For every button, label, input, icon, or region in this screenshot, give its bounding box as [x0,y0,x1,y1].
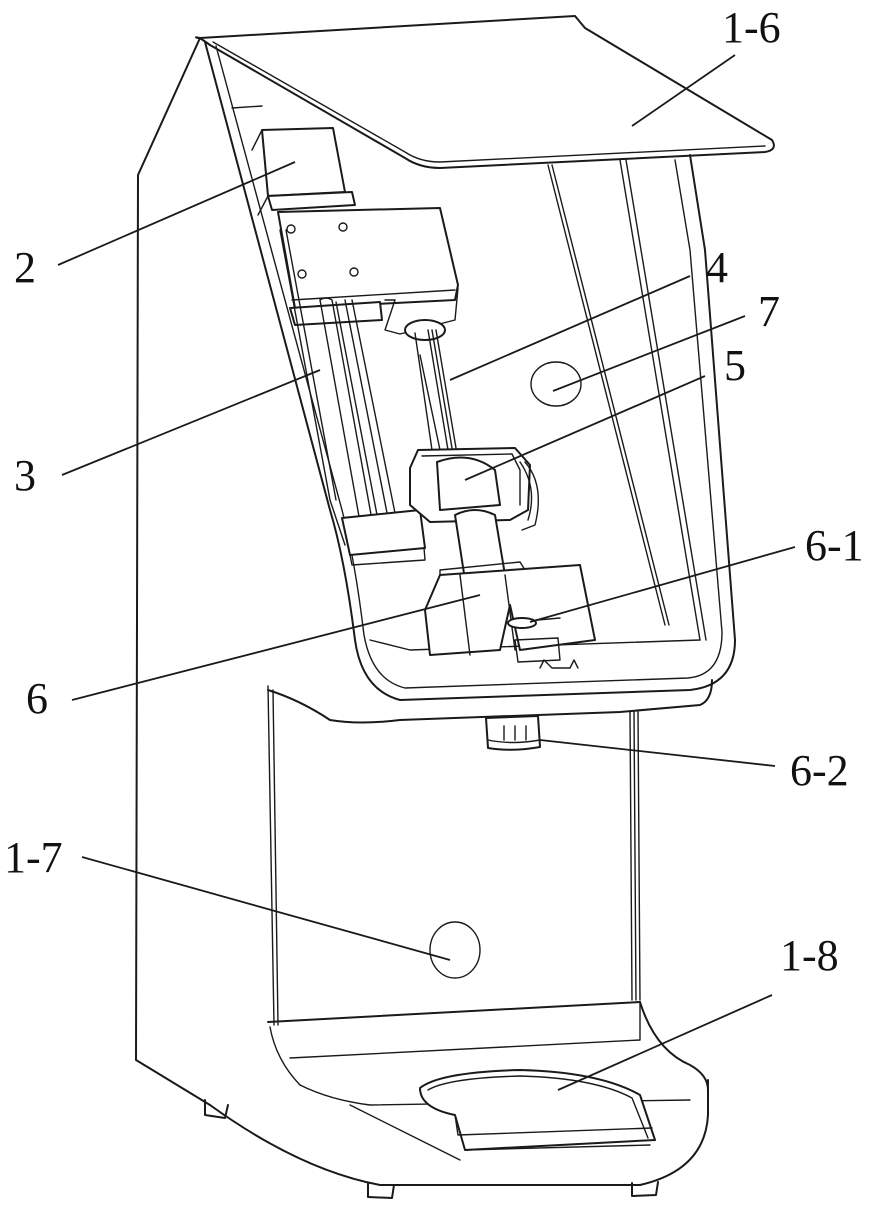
base-plate [419,1069,656,1151]
holder-bracket [424,509,596,663]
label-6: 6 [26,674,48,723]
label-4: 4 [706,243,728,292]
main-body [135,36,709,1199]
mounting-plate [277,207,459,335]
clamp-head [409,447,540,531]
leader-4 [449,275,691,381]
leader-lines [57,54,796,1091]
motor-block [251,127,356,216]
screw-rod [404,319,457,451]
label-1-6: 1-6 [722,3,781,52]
label-5: 5 [724,341,746,390]
nozzle [485,715,541,751]
leader-5 [464,375,706,481]
leader-1-7 [81,856,451,961]
label-1-8: 1-8 [780,931,839,980]
label-6-2: 6-2 [790,746,849,795]
upper-window [530,361,582,407]
part-labels: 1-6 2 4 7 5 3 6-1 6 6-2 1-7 1-8 [4,3,864,980]
leader-7 [552,315,746,392]
lower-window [429,921,481,979]
label-7: 7 [758,287,780,336]
label-1-7: 1-7 [4,833,63,882]
leader-6 [71,594,481,701]
leader-1-6 [631,54,736,127]
leader-6-1 [529,546,796,623]
lower-chamber [267,685,709,1161]
label-3: 3 [14,451,36,500]
top-cover [199,15,775,169]
leader-6-2 [539,739,776,767]
leader-3 [61,369,321,476]
guide-rail [279,229,426,566]
leader-1-8 [557,994,773,1091]
label-6-1: 6-1 [805,521,864,570]
leader-2 [57,161,296,266]
label-2: 2 [14,243,36,292]
